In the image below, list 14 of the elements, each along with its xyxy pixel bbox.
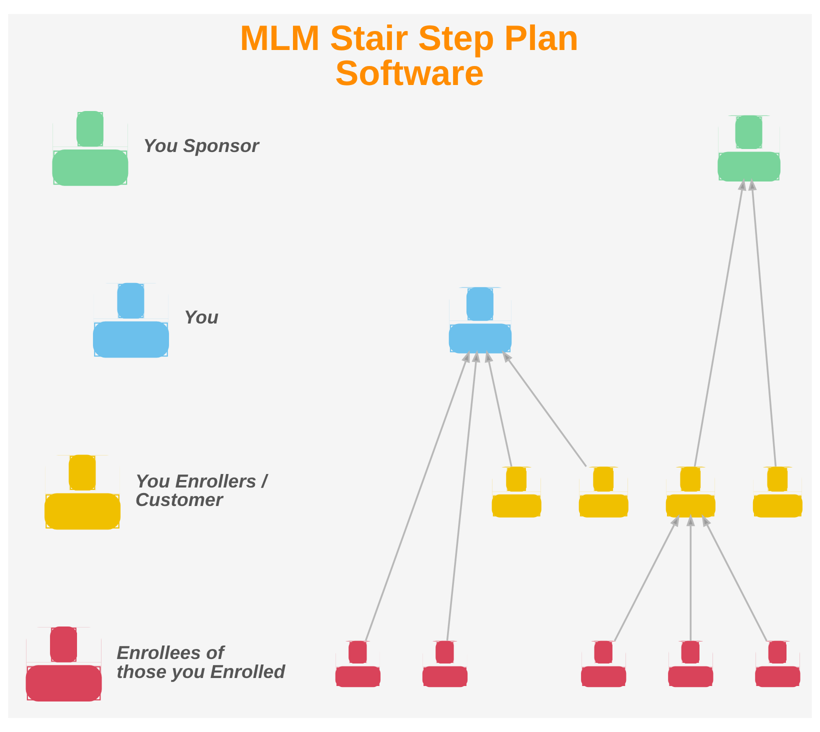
arrow <box>614 514 680 642</box>
arrow <box>686 514 695 641</box>
arrow <box>502 350 587 468</box>
legend-label: Enrollees of those you Enrolled <box>116 642 286 682</box>
legend-label: You Sponsor <box>143 134 259 156</box>
legend-label: You Enrollers / Customer <box>135 470 267 510</box>
arrow <box>484 350 512 467</box>
legend-label: You <box>184 306 219 328</box>
diagram-title: MLM Stair Step Plan Software <box>240 18 579 94</box>
arrow <box>748 178 777 467</box>
arrow <box>364 350 470 641</box>
arrow <box>694 178 746 467</box>
arrow <box>446 350 480 641</box>
arrow <box>702 514 768 642</box>
